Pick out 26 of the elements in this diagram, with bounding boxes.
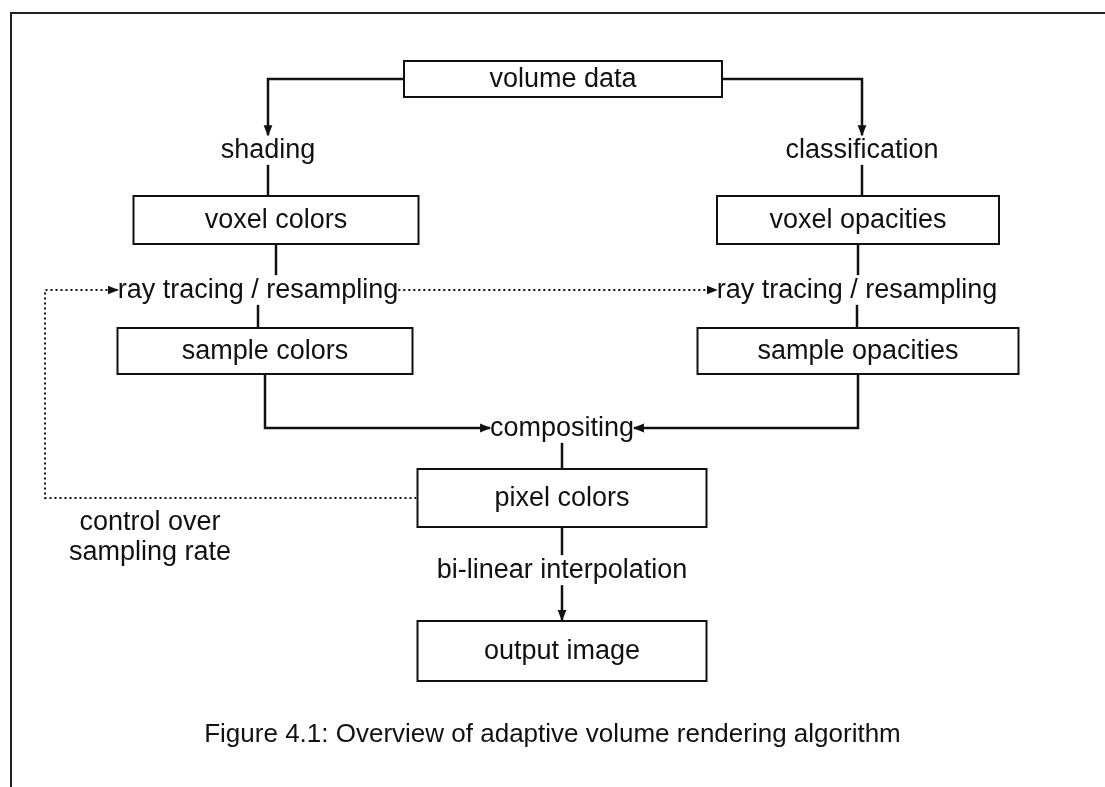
step-label: ray tracing / resampling (716, 275, 998, 305)
figure-caption: Figure 4.1: Overview of adaptive volume rendering algorithm (204, 717, 901, 749)
process-box: voxel colors (132, 195, 420, 245)
process-box: volume data (403, 60, 723, 98)
arrow (632, 375, 860, 433)
connector-line (560, 442, 564, 468)
step-label: classification (785, 135, 939, 165)
connector-line (856, 245, 860, 276)
process-box: sample colors (116, 327, 414, 375)
process-box: output image (416, 620, 708, 682)
arrow (44, 285, 418, 499)
process-box: voxel opacities (716, 195, 1000, 245)
connector-line (860, 164, 864, 195)
process-box: pixel colors (416, 468, 708, 528)
arrow (723, 77, 867, 137)
step-label: compositing (489, 413, 635, 443)
step-label: shading (220, 135, 316, 165)
step-label: ray tracing / resampling (117, 275, 399, 305)
arrow (397, 285, 718, 295)
process-box: sample opacities (696, 327, 1020, 375)
connector-line (256, 304, 260, 327)
arrow (263, 77, 403, 137)
connector-line (855, 304, 859, 327)
arrow (263, 375, 492, 433)
connector-line (266, 164, 270, 195)
connector-line (274, 245, 278, 276)
